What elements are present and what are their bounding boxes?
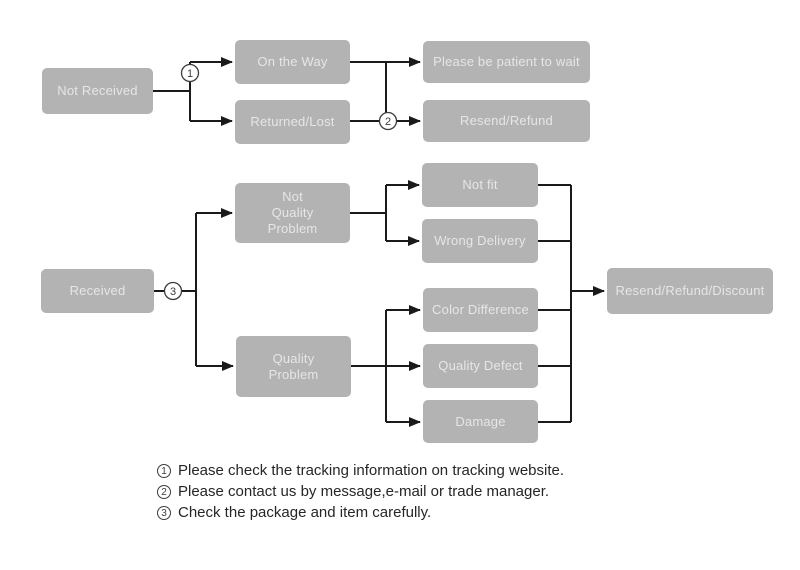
note-marker-2: 2 — [157, 484, 171, 499]
node-not-fit: Not fit — [422, 163, 538, 207]
node-on-the-way: On the Way — [235, 40, 350, 84]
note-item-2: 2 Please contact us by message,e-mail or… — [157, 481, 564, 502]
step-marker-1: 1 — [180, 63, 200, 83]
footnotes: 1 Please check the tracking information … — [157, 460, 564, 523]
node-received: Received — [41, 269, 154, 313]
note-text-2: Please contact us by message,e-mail or t… — [178, 483, 550, 500]
node-quality-defect: Quality Defect — [423, 344, 538, 388]
node-color-difference: Color Difference — [423, 288, 538, 332]
node-resend-refund-discount: Resend/Refund/Discount — [607, 268, 773, 314]
note-item-1: 1 Please check the tracking information … — [157, 460, 564, 481]
note-text-3: Check the package and item carefully. — [178, 504, 432, 521]
note-text-1: Please check the tracking information on… — [178, 462, 565, 479]
step-marker-3-digit: 3 — [170, 286, 176, 298]
step-marker-2-digit: 2 — [385, 116, 391, 128]
node-please-be-patient: Please be patient to wait — [423, 41, 590, 83]
node-damage: Damage — [423, 400, 538, 443]
node-not-received: Not Received — [42, 68, 153, 114]
node-wrong-delivery: Wrong Delivery — [422, 219, 538, 263]
note-marker-3: 3 — [157, 505, 171, 520]
step-marker-1-digit: 1 — [187, 68, 193, 80]
node-not-quality-problem: Not Quality Problem — [235, 183, 350, 243]
connector-arrows — [190, 57, 605, 427]
node-resend-refund: Resend/Refund — [423, 100, 590, 142]
note-marker-1: 1 — [157, 463, 171, 478]
note-item-3: 3 Check the package and item carefully. — [157, 502, 564, 523]
step-marker-2: 2 — [378, 111, 398, 131]
node-quality-problem: Quality Problem — [236, 336, 351, 397]
node-returned-lost: Returned/Lost — [235, 100, 350, 144]
step-marker-3: 3 — [163, 281, 183, 301]
